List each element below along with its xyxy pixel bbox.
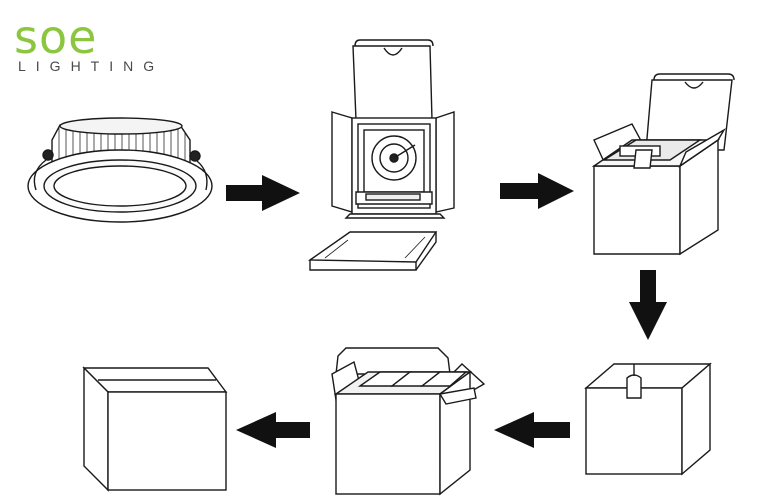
open-inner-box [307,39,455,271]
brand-subtitle: LIGHTING [18,58,165,74]
open-outer-box [591,73,735,256]
arrow-left-1 [494,412,570,448]
brand-logo: soe [14,10,98,64]
arrow-down [629,270,667,340]
closed-master-carton [82,366,228,492]
arrow-left-2 [236,412,310,448]
downlight-fixture [27,117,213,223]
arrow-right-1 [226,175,300,211]
closed-taped-box [584,362,712,476]
arrow-right-2 [500,173,574,209]
open-master-carton [331,347,486,496]
